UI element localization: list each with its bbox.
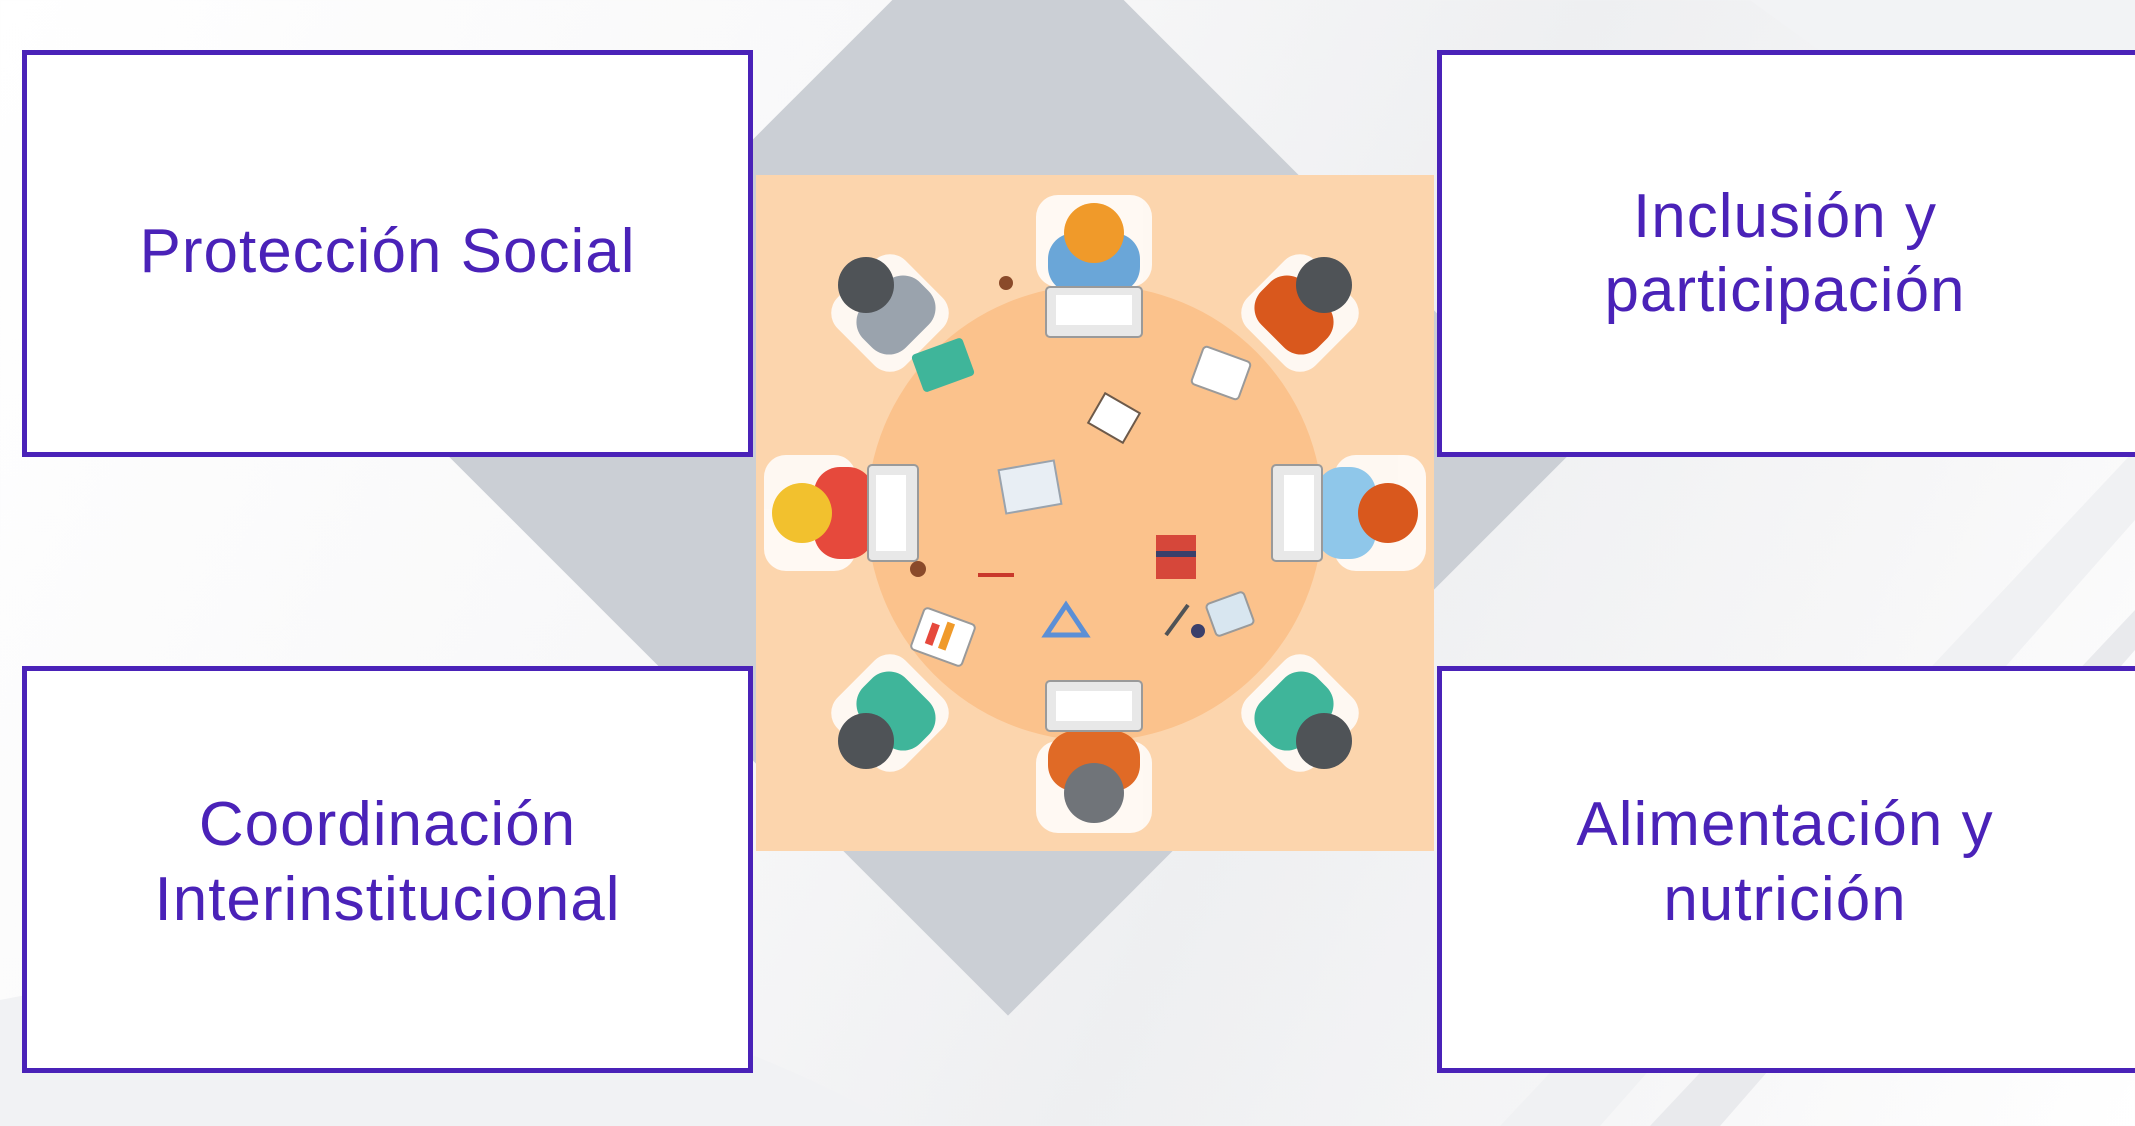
- box-label-alimentacion-nutricion: Alimentación y nutrición: [1576, 790, 1994, 934]
- box-label-inclusion-participacion: Inclusión y participación: [1604, 182, 1966, 326]
- box-label-coordinacion-interinstitucional: Coordinación Interinstitucional: [154, 790, 621, 934]
- box-alimentacion-nutricion: Alimentación y nutrición: [1437, 666, 2135, 1073]
- box-label-proteccion-social: Protección Social: [139, 217, 636, 286]
- box-proteccion-social: Protección Social: [22, 50, 753, 457]
- team-meeting-round-table-illustration: [756, 175, 1434, 851]
- box-coordinacion-interinstitucional: Coordinación Interinstitucional: [22, 666, 753, 1073]
- box-inclusion-participacion: Inclusión y participación: [1437, 50, 2135, 457]
